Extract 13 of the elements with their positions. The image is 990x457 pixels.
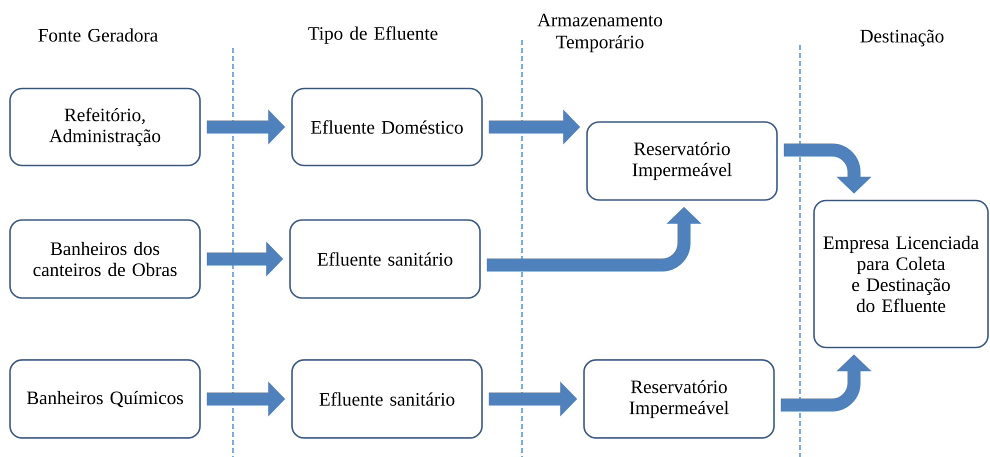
column-header: Armazenamento Temporário [537, 14, 662, 52]
column-header: Destinação [860, 30, 944, 46]
column-header: Tipo de Efluente [308, 26, 438, 44]
process-box: Banheiros Químicos [9, 359, 201, 439]
process-box: Efluente sanitário [289, 219, 481, 299]
process-box: Banheiros dos canteiros de Obras [9, 219, 201, 299]
process-box: Refeitório, Administração [9, 88, 201, 166]
process-box: Efluente sanitário [291, 359, 483, 439]
process-box: Empresa Licenciada para Coleta e Destinação do Efluente [813, 200, 989, 348]
process-box: Reservatório Impermeável [583, 359, 775, 439]
process-box: Reservatório Impermeável [586, 121, 778, 201]
process-box: Efluente Doméstico [291, 88, 483, 166]
column-header: Fonte Geradora [38, 28, 158, 42]
